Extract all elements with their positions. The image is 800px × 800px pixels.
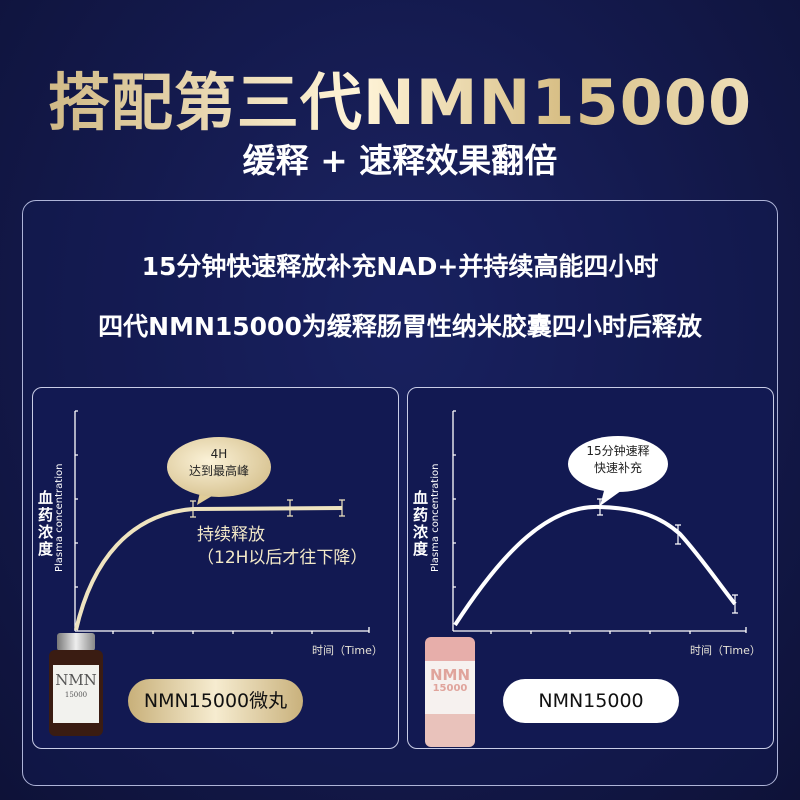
left-peak-bubble: 4H 达到最高峰 — [167, 437, 271, 497]
page-subtitle: 缓释 + 速释效果翻倍 — [242, 141, 558, 180]
right-axes — [452, 410, 747, 634]
right-error-bars — [597, 498, 738, 614]
page-title: 搭配第三代NMN15000 — [0, 52, 800, 142]
intro-line-2: 四代NMN15000为缓释肠胃性纳米胶囊四小时后释放 — [98, 312, 702, 341]
left-note-line1: 持续释放 — [197, 525, 265, 545]
right-ticks — [453, 410, 747, 634]
left-bubble-line1: 4H — [210, 447, 228, 461]
right-bubble-line1: 15分钟速释 — [586, 444, 650, 458]
left-note: 持续释放 （12H以后才往下降） — [197, 524, 367, 570]
left-y-label-cn: 血药浓度 — [38, 489, 54, 558]
left-release-curve — [74, 506, 343, 631]
right-y-label-en: Plasma concentration — [430, 463, 441, 572]
left-product-label: NMN15000微丸 — [128, 679, 303, 723]
left-x-label: 时间（Time） — [312, 644, 383, 657]
right-peak-bubble: 15分钟速释 快速补充 — [568, 436, 668, 492]
left-note-line2: （12H以后才往下降） — [197, 548, 368, 568]
left-bottle-sub: 15000 — [64, 691, 88, 699]
right-y-label-cn: 血药浓度 — [413, 489, 429, 558]
intro-line-1: 15分钟快速释放补充NAD+并持续高能四小时 — [141, 252, 659, 281]
left-axes — [74, 410, 370, 634]
right-product-bottle: NMN 15000 — [425, 637, 475, 747]
left-ticks — [75, 410, 370, 634]
right-bottle-brand: NMN — [429, 666, 471, 684]
right-x-label: 时间（Time） — [690, 644, 761, 657]
left-product-bottle: NMN 15000 — [49, 633, 103, 736]
right-release-curve — [453, 504, 737, 627]
left-y-label-en: Plasma concentration — [54, 463, 65, 572]
right-bubble-line2: 快速补充 — [593, 461, 642, 475]
right-product-label: NMN15000 — [503, 679, 679, 723]
right-bottle-sub: 15000 — [432, 683, 468, 694]
left-error-bars — [190, 499, 345, 518]
left-bubble-line2: 达到最高峰 — [188, 464, 249, 478]
left-bottle-brand: NMN — [55, 671, 97, 689]
